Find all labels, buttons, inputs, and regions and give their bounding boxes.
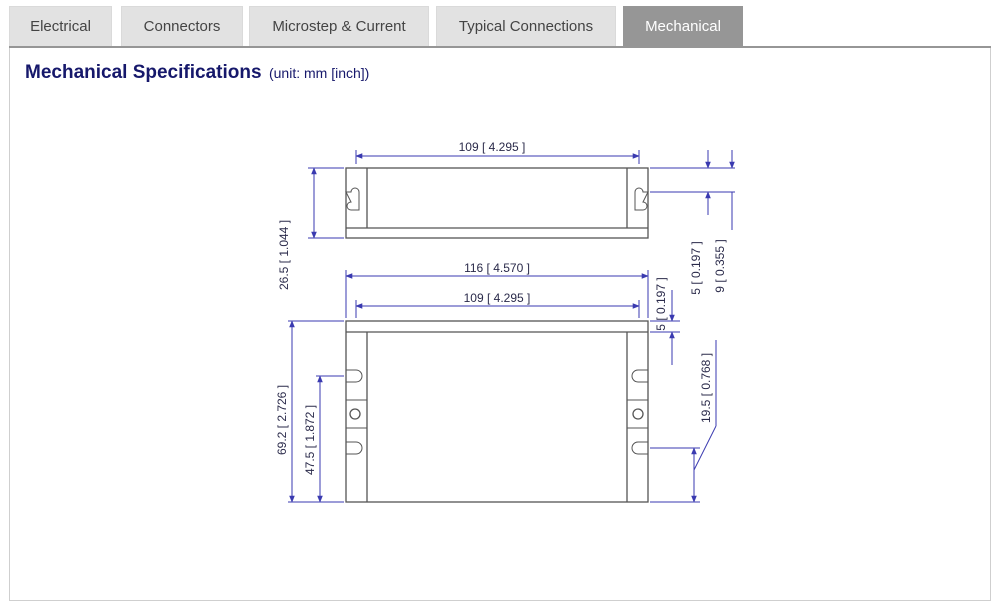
page-title: Mechanical Specifications — [25, 62, 262, 83]
top-view-right-slot — [634, 187, 649, 211]
dimension-lines — [288, 150, 735, 503]
front-view — [345, 320, 649, 503]
front-right-hole-boss — [626, 399, 649, 429]
top-view-body — [345, 167, 649, 239]
front-right-lower-slot — [631, 441, 648, 455]
front-right-upper-slot — [631, 369, 648, 383]
tab-bar: Electrical Connectors Microstep & Curren… — [9, 6, 991, 47]
front-left-lower-slot — [346, 441, 363, 455]
front-right-mount-hole — [632, 408, 644, 420]
dim-hole-spacing: 47.5 [ 1.872 ] — [303, 405, 317, 475]
front-left-upper-slot — [346, 369, 363, 383]
tab-electrical[interactable]: Electrical — [9, 6, 112, 46]
section-heading: Mechanical Specifications (unit: mm [inc… — [25, 62, 369, 84]
content-panel: Mechanical Specifications (unit: mm [inc… — [9, 48, 991, 601]
tab-mechanical[interactable]: Mechanical — [623, 6, 743, 46]
front-view-body — [345, 320, 649, 503]
tab-typical-connections[interactable]: Typical Connections — [436, 6, 616, 46]
dim-mount-width: 109 [ 4.295 ] — [464, 291, 531, 305]
front-left-hole-boss — [345, 399, 368, 429]
dim-flange-thickness-front: 5 [ 0.197 ] — [654, 277, 668, 330]
dim-top-view-width: 109 [ 4.295 ] — [459, 140, 526, 154]
dim-overall-height: 69.2 [ 2.726 ] — [275, 385, 289, 455]
top-view — [345, 167, 649, 239]
dim-top-view-height: 26.5 [ 1.044 ] — [277, 220, 291, 290]
dim-slot-offset: 19.5 [ 0.768 ] — [699, 353, 713, 423]
top-view-left-slot — [345, 187, 360, 211]
tab-microstep-current[interactable]: Microstep & Current — [249, 6, 429, 46]
unit-note: (unit: mm [inch]) — [268, 65, 370, 81]
dim-flange-offset: 9 [ 0.355 ] — [713, 239, 727, 292]
tab-underline — [9, 46, 991, 48]
dim-overall-width: 116 [ 4.570 ] — [464, 261, 530, 275]
dim-flange-thickness: 5 [ 0.197 ] — [689, 241, 703, 294]
tab-connectors[interactable]: Connectors — [121, 6, 243, 46]
front-left-mount-hole — [349, 408, 361, 420]
